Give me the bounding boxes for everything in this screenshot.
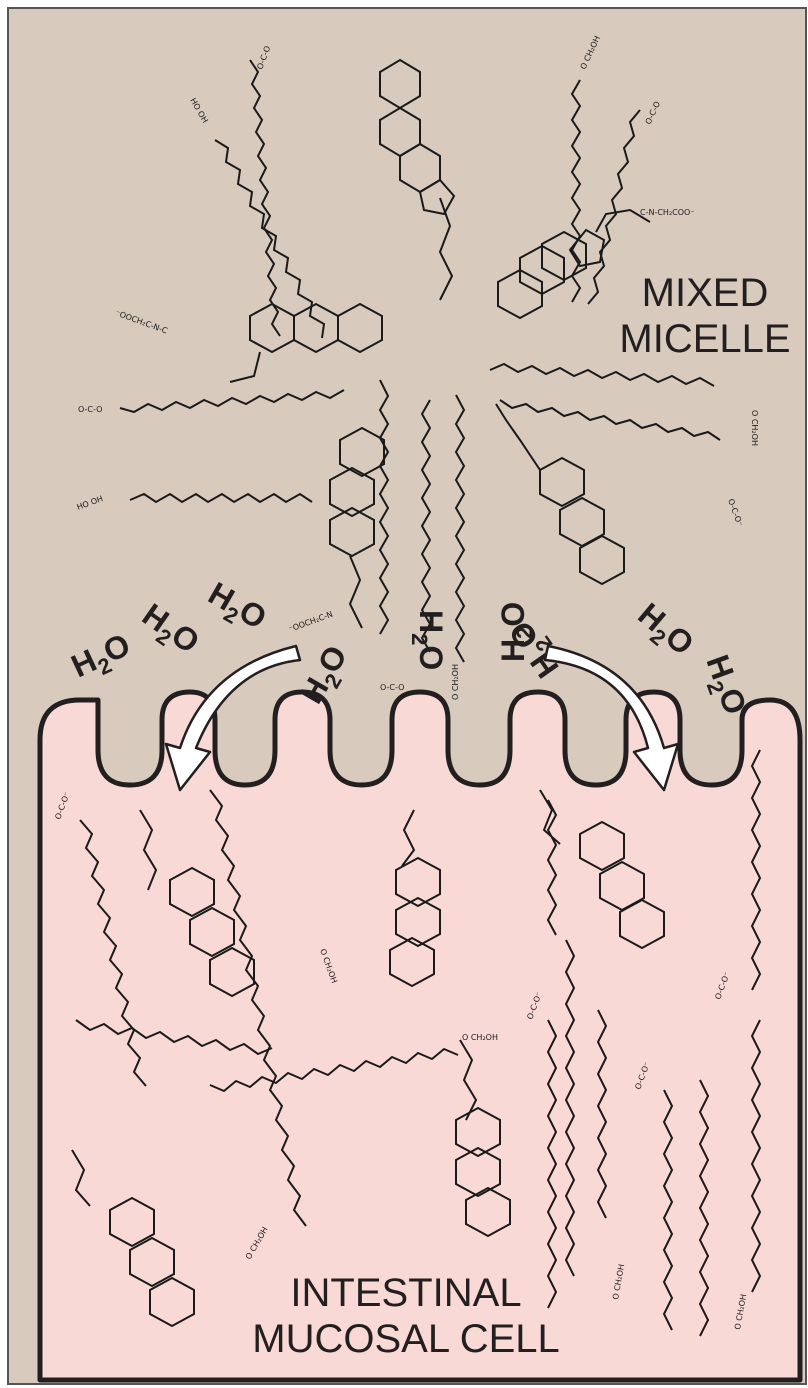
svg-text:O-C-O: O-C-O	[78, 405, 102, 414]
svg-text:O CH₂OH: O CH₂OH	[750, 410, 759, 446]
svg-text:O CH₂OH: O CH₂OH	[462, 1033, 498, 1042]
svg-text:O CH₂OH: O CH₂OH	[451, 664, 460, 700]
cell-label-line1: INTESTINAL	[290, 1271, 521, 1315]
micelle-label-line2: MICELLE	[619, 317, 790, 361]
svg-text:O-C-O: O-C-O	[380, 683, 404, 692]
svg-text:C-N-CH₂COO⁻: C-N-CH₂COO⁻	[640, 208, 695, 217]
cell-label-line2: MUCOSAL CELL	[252, 1317, 560, 1361]
micelle-label-line1: MIXED	[642, 271, 769, 315]
